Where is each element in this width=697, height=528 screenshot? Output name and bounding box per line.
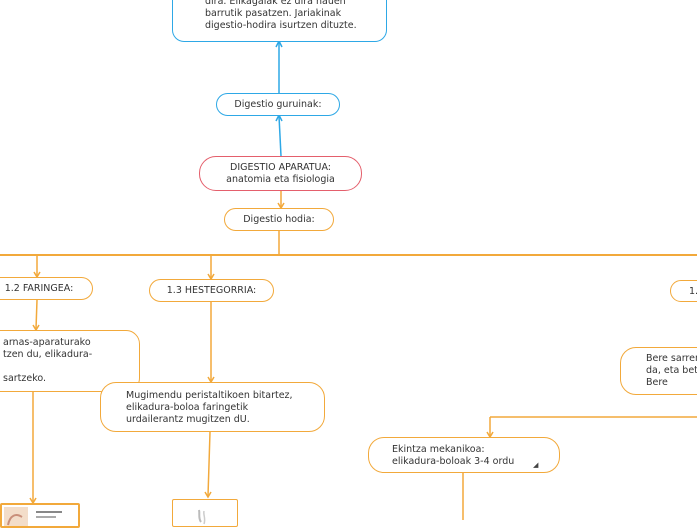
pharynx-image-icon <box>4 507 62 526</box>
top-note-node[interactable]: dira. Elikagaiak ez dira hauen barrutik … <box>172 0 387 42</box>
resize-handle-icon: ◢ <box>533 461 539 469</box>
pharynx-node[interactable]: 1.2 FARINGEA: <box>0 277 93 300</box>
right-section-node[interactable]: 1. <box>670 280 697 302</box>
esophagus-node[interactable]: 1.3 HESTEGORRIA: <box>149 279 274 302</box>
esophagus-image-icon <box>198 509 206 525</box>
digestive-glands-node[interactable]: Digestio guruinak: <box>216 93 340 116</box>
pharynx-note-node[interactable]: arnas-aparaturako tzen du, elikadura- sa… <box>0 330 140 392</box>
connector-root-glands <box>278 115 282 157</box>
connector-esophagus-image <box>207 431 211 497</box>
right-note-node[interactable]: Bere sarren da, eta bet Bere <box>620 347 697 395</box>
mechanical-action-node[interactable]: Ekintza mekanikoa: elikadura-boloak 3-4 … <box>368 437 560 473</box>
root-node[interactable]: DIGESTIO APARATUA: anatomia eta fisiolog… <box>199 156 362 191</box>
esophagus-note-node[interactable]: Mugimendu peristaltikoen bitartez, elika… <box>100 382 325 432</box>
connector-pharynx-note <box>35 299 38 330</box>
digestive-tube-node[interactable]: Digestio hodia: <box>224 208 334 231</box>
pharynx-image-thumbnail[interactable] <box>0 503 80 528</box>
arrow-esophagus-image <box>204 491 212 499</box>
esophagus-image-thumbnail[interactable] <box>172 499 238 527</box>
